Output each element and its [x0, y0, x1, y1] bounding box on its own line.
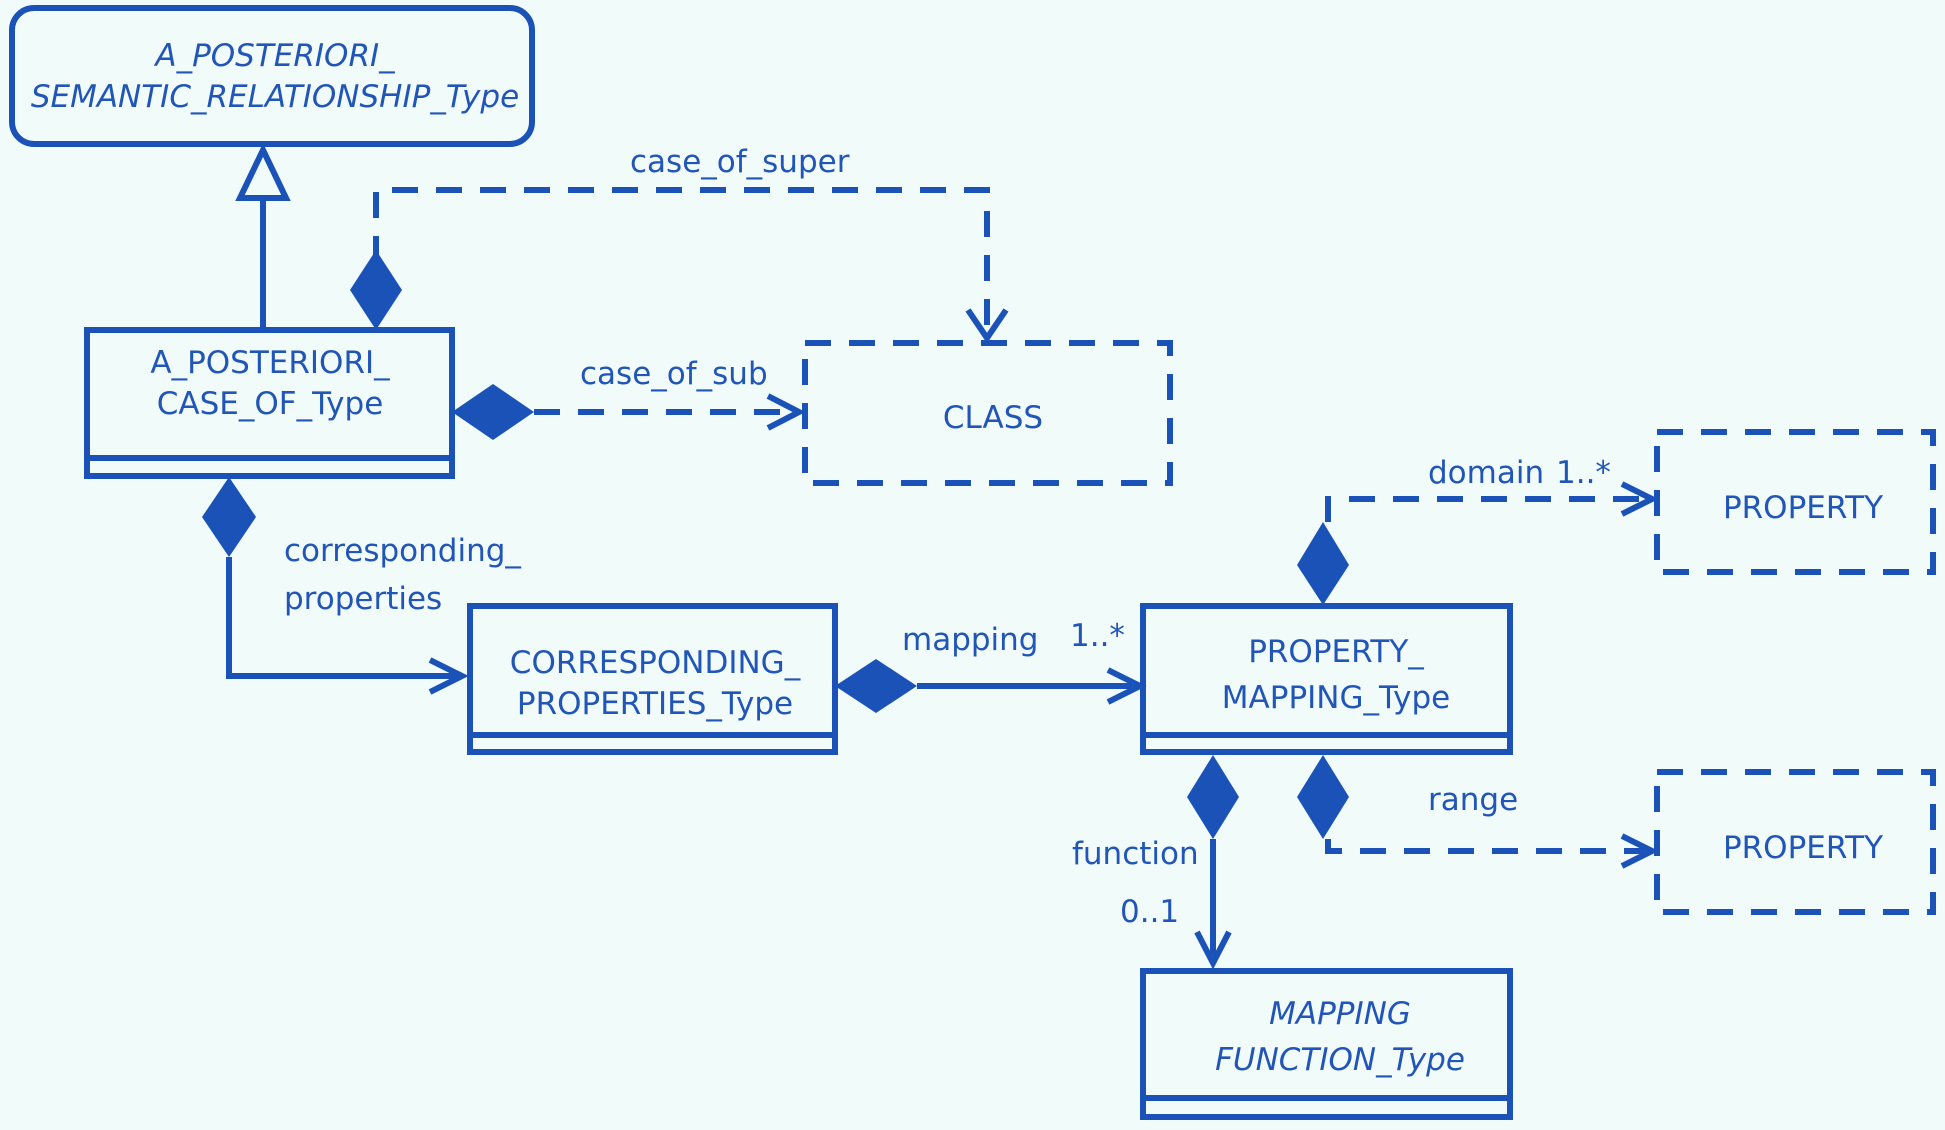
class-name-line2: PROPERTIES_Type — [517, 686, 793, 722]
class-name-line1: A_POSTERIORI_ — [150, 345, 390, 381]
relation-function[interactable]: function 0..1 — [1072, 755, 1239, 970]
arrowhead-icon — [965, 308, 1009, 344]
class-mapping-function-type[interactable]: MAPPING FUNCTION_Type — [1140, 968, 1513, 1120]
class-property-mapping-type[interactable]: PROPERTY_ MAPPING_Type — [1140, 603, 1513, 755]
class-name-line1: PROPERTY_ — [1248, 634, 1424, 670]
relation-mapping[interactable]: mapping 1..* — [835, 618, 1147, 713]
arrowhead-icon — [1194, 930, 1232, 970]
composition-diamond-icon — [835, 659, 917, 713]
class-property-range[interactable]: PROPERTY — [1654, 769, 1936, 915]
relation-case-of-sub[interactable]: case_of_sub — [452, 356, 806, 440]
generalization-connector[interactable] — [235, 143, 291, 330]
class-box-border-dashed — [802, 340, 1173, 486]
class-box-border — [9, 5, 535, 147]
relation-multiplicity: 0..1 — [1120, 894, 1179, 930]
class-name-line2: CASE_OF_Type — [157, 386, 384, 422]
composition-diamond-icon — [350, 250, 402, 330]
class-name: CLASS — [943, 400, 1043, 436]
class-corresponding-properties-type[interactable]: CORRESPONDING_ PROPERTIES_Type — [467, 603, 838, 755]
relation-corresponding-properties[interactable]: corresponding_ properties — [202, 477, 521, 695]
class-box-border — [1140, 968, 1513, 1120]
relation-domain[interactable]: domain 1..* — [1297, 455, 1659, 605]
class-name-line2: SEMANTIC_RELATIONSHIP_Type — [31, 79, 519, 115]
class-a-posteriori-semantic-relationship-type[interactable]: A_POSTERIORI_ SEMANTIC_RELATIONSHIP_Type — [9, 5, 535, 147]
relation-line-dashed — [373, 187, 990, 328]
class-name-line1: CORRESPONDING_ — [510, 645, 801, 681]
class-a-posteriori-case-of-type[interactable]: A_POSTERIORI_ CASE_OF_Type — [84, 327, 455, 479]
relation-label: function — [1072, 836, 1199, 872]
composition-diamond-icon — [1187, 755, 1239, 839]
relation-line-dashed — [1325, 496, 1645, 522]
relation-label-line2: properties — [284, 581, 442, 617]
relation-range[interactable]: range — [1297, 755, 1659, 869]
relation-case-of-super[interactable]: case_of_super — [350, 144, 1009, 344]
arrowhead-icon — [1620, 481, 1659, 517]
arrowhead-icon — [1106, 667, 1147, 705]
arrowhead-icon — [428, 657, 469, 695]
composition-diamond-icon — [1297, 755, 1349, 839]
relation-line — [226, 557, 458, 679]
relation-label-line1: corresponding_ — [284, 533, 521, 569]
class-name-line2: MAPPING_Type — [1222, 680, 1450, 716]
class-name-line1: A_POSTERIORI_ — [153, 38, 395, 74]
relation-multiplicity: 1..* — [1070, 618, 1125, 654]
composition-diamond-icon — [1297, 522, 1349, 605]
relation-label: range — [1428, 782, 1518, 818]
class-property-domain[interactable]: PROPERTY — [1654, 429, 1936, 575]
generalization-triangle-icon — [235, 143, 291, 201]
class-name-line2: FUNCTION_Type — [1215, 1042, 1465, 1078]
arrowhead-icon — [766, 393, 806, 431]
class-name: PROPERTY — [1723, 490, 1883, 526]
arrowhead-icon — [1620, 833, 1659, 869]
class-name-line1: MAPPING — [1269, 996, 1411, 1032]
class-box-border — [84, 327, 455, 479]
class-box-border — [467, 603, 838, 755]
class-name: PROPERTY — [1723, 830, 1883, 866]
class-box-border-dashed — [1654, 769, 1936, 915]
relation-label: case_of_sub — [580, 356, 768, 392]
composition-diamond-icon — [452, 384, 534, 440]
class-box-border — [1140, 603, 1513, 755]
relation-label: mapping — [902, 622, 1039, 658]
relation-line-dashed — [1325, 839, 1645, 854]
relation-label: domain — [1428, 455, 1544, 491]
relation-label: case_of_super — [630, 144, 850, 180]
class-box-border-dashed — [1654, 429, 1936, 575]
class-class[interactable]: CLASS — [802, 340, 1173, 486]
relation-multiplicity: 1..* — [1556, 455, 1611, 491]
composition-diamond-icon — [202, 477, 256, 557]
